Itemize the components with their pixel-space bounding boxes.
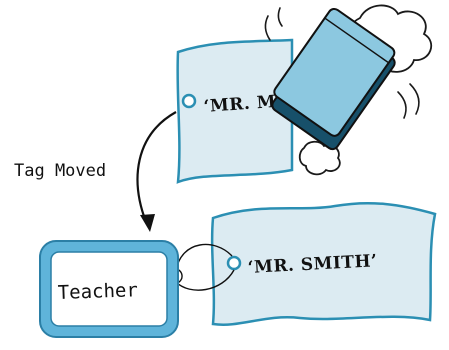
bottom-tag-hole [226, 255, 242, 271]
top-tag-hole [181, 93, 197, 109]
bottom-tag-shape [210, 201, 437, 326]
motion-lines [264, 7, 420, 119]
bottom-name-tag: ‘MR. SMITH’ [210, 201, 437, 326]
teacher-label-box: Teacher [39, 240, 179, 338]
arrow-label: Tag Moved [14, 161, 106, 181]
top-tag-shape [176, 38, 294, 184]
teacher-label-text: Teacher [57, 279, 138, 304]
arrow-icon [136, 111, 177, 232]
eraser-icon [271, 7, 396, 151]
